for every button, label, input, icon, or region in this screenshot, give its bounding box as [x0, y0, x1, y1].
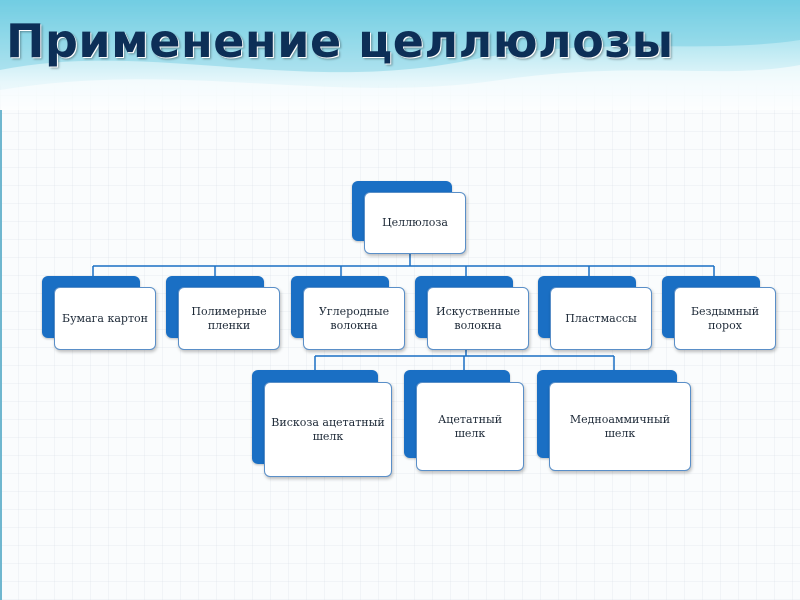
node-acetate-silk: Ацетатный шелк [404, 370, 524, 471]
node-viscose-acetate-silk: Вискоза ацетатный шелк [252, 370, 392, 477]
left-accent-line [0, 110, 2, 600]
node-label: Вискоза ацетатный шелк [271, 415, 385, 443]
node-label: Пластмассы [565, 311, 637, 325]
node-carbon-fibers: Углеродные волокна [291, 276, 405, 350]
node-smokeless-powder: Бездымный порох [662, 276, 776, 350]
node-label: Целлюлоза [382, 216, 448, 230]
node-artificial-fibers: Искуственные волокна [415, 276, 529, 350]
wave-decoration [0, 0, 800, 110]
node-paper-cardboard: Бумага картон [42, 276, 156, 350]
node-label: Бумага картон [61, 311, 148, 325]
node-polymer-films: Полимерные пленки [166, 276, 280, 350]
header-banner [0, 0, 800, 110]
node-label: Полимерные пленки [191, 304, 267, 332]
page-title: Применение целлюлозы [6, 14, 674, 68]
node-plastics: Пластмассы [538, 276, 652, 350]
node-cellulose: Целлюлоза [352, 181, 466, 254]
node-cuprammonium-silk: Медноаммичный шелк [537, 370, 691, 471]
node-label: Углеродные волокна [318, 304, 390, 332]
node-label: Ацетатный шелк [437, 412, 503, 440]
node-label: Бездымный порох [690, 304, 760, 332]
node-label: Медноаммичный шелк [569, 412, 671, 440]
node-label: Искуственные волокна [436, 304, 520, 332]
